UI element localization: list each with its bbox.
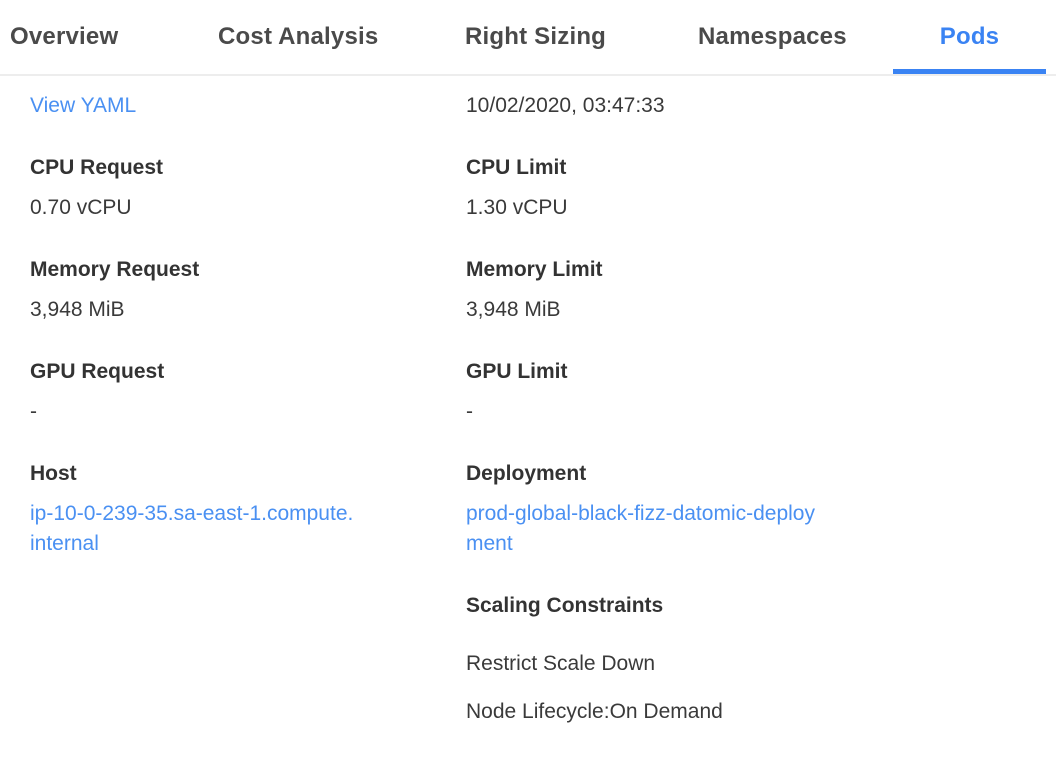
cpu-request-value: 0.70 vCPU bbox=[30, 196, 132, 219]
cpu-request-label: CPU Request bbox=[30, 156, 164, 179]
memory-limit-value: 3,948 MiB bbox=[466, 298, 561, 321]
memory-request-field: Memory Request 3,948 MiB bbox=[30, 257, 466, 323]
memory-request-value: 3,948 MiB bbox=[30, 298, 125, 321]
deployment-field: Deployment prod-global-black-fizz-datomi… bbox=[466, 461, 1056, 559]
gpu-limit-label: GPU Limit bbox=[466, 360, 568, 383]
tab-cost-analysis[interactable]: Cost Analysis bbox=[218, 23, 379, 50]
gpu-request-field: GPU Request - bbox=[30, 359, 466, 425]
tab-namespaces[interactable]: Namespaces bbox=[698, 23, 847, 50]
host-label: Host bbox=[30, 462, 77, 485]
gpu-limit-field: GPU Limit - bbox=[466, 359, 1056, 425]
gpu-limit-value: - bbox=[466, 400, 473, 423]
gpu-request-label: GPU Request bbox=[30, 360, 165, 383]
tab-overview[interactable]: Overview bbox=[10, 23, 119, 50]
cpu-limit-label: CPU Limit bbox=[466, 156, 567, 179]
host-field: Host ip-10-0-239-35.sa-east-1.compute.in… bbox=[30, 461, 466, 559]
tab-pods[interactable]: Pods bbox=[893, 0, 1046, 74]
detail-right-column: 10/02/2020, 03:47:33 CPU Limit 1.30 vCPU… bbox=[466, 93, 1056, 725]
tab-bar: Overview Cost Analysis Right Sizing Name… bbox=[0, 0, 1056, 76]
view-yaml-link[interactable]: View YAML bbox=[30, 94, 137, 117]
deployment-label: Deployment bbox=[466, 462, 587, 485]
scaling-constraint-restrict-scale-down: Restrict Scale Down bbox=[466, 652, 656, 675]
deployment-link[interactable]: prod-global-black-fizz-datomic-deploymen… bbox=[466, 502, 815, 555]
memory-request-label: Memory Request bbox=[30, 258, 200, 281]
pod-timestamp: 10/02/2020, 03:47:33 bbox=[466, 94, 665, 117]
cpu-limit-field: CPU Limit 1.30 vCPU bbox=[466, 155, 1056, 221]
scaling-constraint-node-lifecycle: Node Lifecycle:On Demand bbox=[466, 700, 723, 723]
detail-left-column: View YAML CPU Request 0.70 vCPU Memory R… bbox=[30, 93, 466, 725]
cpu-limit-value: 1.30 vCPU bbox=[466, 196, 568, 219]
memory-limit-field: Memory Limit 3,948 MiB bbox=[466, 257, 1056, 323]
host-link[interactable]: ip-10-0-239-35.sa-east-1.compute.interna… bbox=[30, 502, 354, 555]
tab-right-sizing[interactable]: Right Sizing bbox=[465, 23, 607, 50]
cpu-request-field: CPU Request 0.70 vCPU bbox=[30, 155, 466, 221]
scaling-constraints-title: Scaling Constraints bbox=[466, 594, 664, 617]
gpu-request-value: - bbox=[30, 400, 37, 423]
pod-detail-panel: View YAML CPU Request 0.70 vCPU Memory R… bbox=[0, 76, 1056, 725]
memory-limit-label: Memory Limit bbox=[466, 258, 603, 281]
